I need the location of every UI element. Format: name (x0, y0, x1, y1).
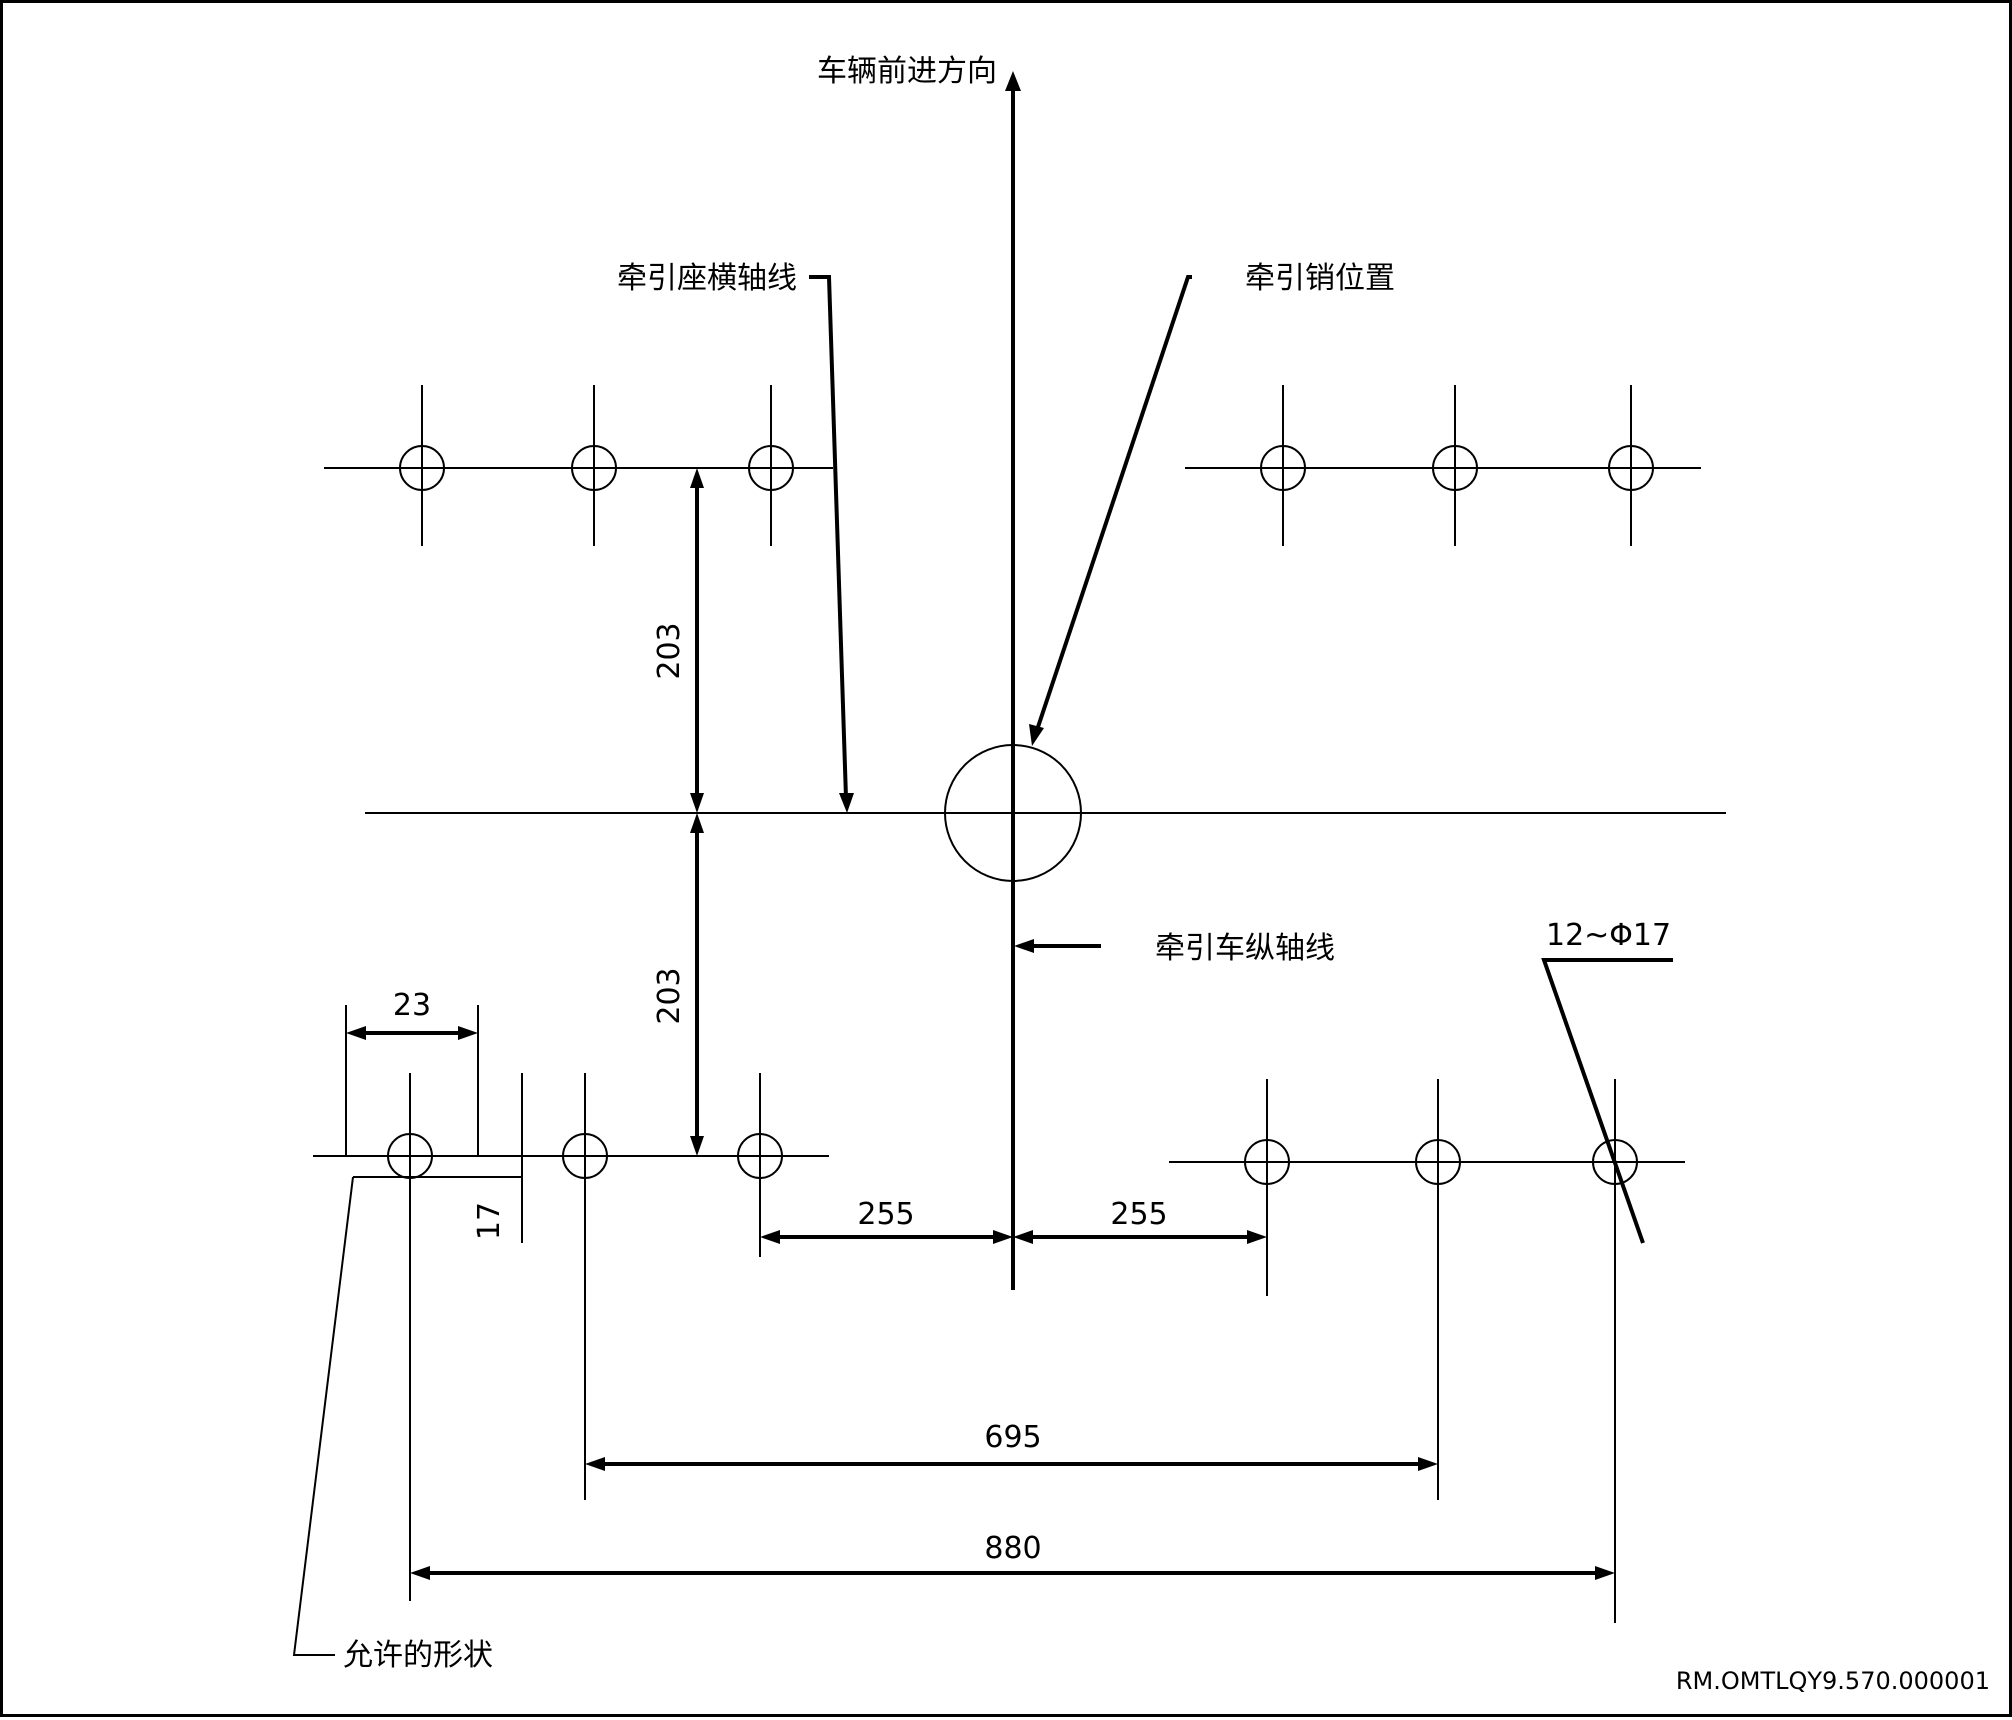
dim-lower-203 (690, 813, 704, 1156)
leader-holes-spec (1541, 958, 1673, 1244)
label-allowed-shape: 允许的形状 (343, 1638, 493, 1673)
dim-text-upper-203: 203 (652, 622, 687, 679)
dim-text-17: 17 (472, 1202, 507, 1240)
dim-text-left-255: 255 (857, 1197, 914, 1232)
leader-longitudinal-axis (1014, 939, 1101, 953)
leader-allowed-shape (292, 1176, 354, 1656)
reference-code: RM.OMTLQY9.570.000001 (1676, 1667, 1990, 1695)
hole-row-upper-right (1185, 385, 1701, 546)
dim-left-255 (760, 1230, 1013, 1244)
hole-row-lower-left (313, 1073, 829, 1601)
hole-row-lower-right (1169, 1079, 1685, 1623)
label-transverse-axis: 牵引座横轴线 (617, 261, 797, 296)
leader-kingpin (1029, 275, 1192, 746)
dim-upper-203 (690, 468, 704, 813)
leader-transverse-axis (809, 275, 854, 813)
dim-880 (410, 1566, 1615, 1580)
dim-text-880: 880 (984, 1531, 1041, 1566)
kingpin-circle (944, 744, 1082, 882)
label-forward-direction: 车辆前进方向 (817, 54, 997, 89)
dim-text-695: 695 (984, 1420, 1041, 1455)
dim-text-right-255: 255 (1110, 1197, 1167, 1232)
label-holes-spec: 12~Φ17 (1546, 918, 1671, 953)
longitudinal-axis (1005, 71, 1021, 1290)
dim-text-lower-203: 203 (652, 967, 687, 1024)
mounting-diagram: 车辆前进方向 牵引座横轴线 牵引销位置 牵引车纵轴线 12~Φ17 允许的形状 … (292, 54, 1990, 1695)
label-longitudinal-axis: 牵引车纵轴线 (1155, 931, 1335, 966)
dim-695 (585, 1457, 1438, 1471)
dim-text-23: 23 (393, 988, 431, 1023)
dim-23 (345, 1005, 479, 1156)
hole-row-upper-left (324, 385, 833, 546)
label-kingpin-position: 牵引销位置 (1245, 261, 1395, 296)
dim-right-255 (1013, 1230, 1267, 1244)
dim-17 (353, 1073, 523, 1243)
